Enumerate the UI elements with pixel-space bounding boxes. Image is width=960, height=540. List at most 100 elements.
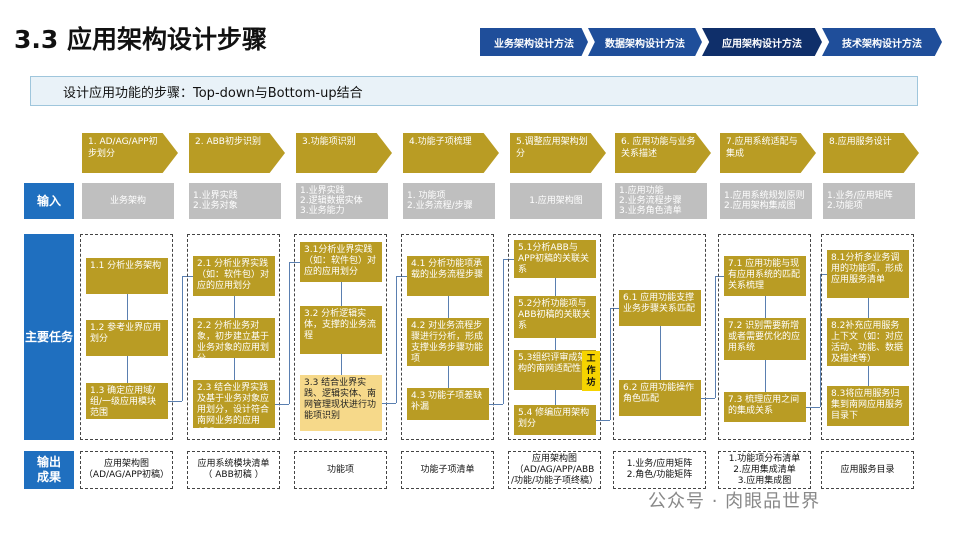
nav-app-arch[interactable]: 应用架构设计方法 bbox=[702, 28, 822, 56]
output-box-1: 应用架构图（AD/AG/APP初稿） bbox=[80, 451, 173, 489]
nav-business-arch[interactable]: 业务架构设计方法 bbox=[480, 28, 588, 56]
flow-connector bbox=[715, 276, 716, 398]
flow-connector bbox=[610, 308, 611, 420]
input-box-1: 业务架构 bbox=[82, 183, 174, 219]
nav-data-arch[interactable]: 数据架构设计方法 bbox=[588, 28, 702, 56]
output-line: 1.业务/应用矩阵 bbox=[626, 459, 693, 469]
workshop-badge: 工作坊 bbox=[582, 351, 600, 391]
task-8-2: 8.2补充应用服务上下文（如：对应活动、功能、数据及描述等） bbox=[827, 318, 909, 366]
flow-connector bbox=[820, 274, 827, 275]
row-label-output: 输出成果 bbox=[24, 451, 74, 489]
task-7-2: 7.2 识别需要新增或者需要优化的应用系统 bbox=[724, 318, 806, 360]
subtitle-banner: 设计应用功能的步骤：Top-down与Bottom-up结合 bbox=[30, 76, 918, 106]
flow-arrow bbox=[127, 356, 128, 383]
task-column-5 bbox=[508, 234, 601, 440]
input-line: 3.业务能力 bbox=[300, 206, 345, 216]
flow-arrow bbox=[555, 390, 556, 405]
input-line: 2.业务流程/步骤 bbox=[407, 201, 473, 211]
task-5-4: 5.4 修编应用架构划分 bbox=[514, 405, 596, 435]
page-title: 3.3 应用架构设计步骤 bbox=[14, 25, 267, 54]
input-line: 2.业务流程步骤 bbox=[619, 196, 682, 206]
input-line: 1.应用系统规划原则 bbox=[724, 191, 805, 201]
task-5-2: 5.2分析功能项与ABB初稿的关联关系 bbox=[514, 296, 596, 338]
flow-arrow bbox=[448, 296, 449, 318]
output-box-3: 功能项 bbox=[294, 451, 387, 489]
task-4-3: 4.3 功能子项差缺补漏 bbox=[407, 388, 489, 420]
task-column-3 bbox=[294, 234, 387, 440]
task-1-3: 1.3 确定应用域/组/一级应用模块范围 bbox=[86, 383, 168, 419]
output-line: 应用系统模块清单 bbox=[197, 459, 270, 469]
output-line: 应用架构图 bbox=[103, 459, 149, 469]
output-line: /功能/功能子项终稿） bbox=[510, 475, 599, 486]
input-box-5: 1.应用架构图 bbox=[510, 183, 602, 219]
task-2-2: 2.2 分析业务对象，初步建立基于业务对象的应用划分 bbox=[193, 318, 275, 358]
task-2-3: 2.3 结合业界实践及基于业务对象应用划分，设计符合南网业务的应用ABB bbox=[193, 380, 275, 428]
task-4-2: 4.2 对业务流程步骤进行分析，形成支撑业务步骤功能项 bbox=[407, 318, 489, 366]
step-4: 4.功能子项梳理 bbox=[403, 133, 499, 173]
step-1: 1. AD/AG/APP初步划分 bbox=[82, 133, 178, 173]
input-line: 3.业务角色清单 bbox=[619, 206, 682, 216]
flow-connector bbox=[489, 404, 503, 405]
task-5-1: 5.1分析ABB与APP初稿的关联关系 bbox=[514, 240, 596, 278]
flow-connector bbox=[820, 274, 821, 407]
step-8: 8.应用服务设计 bbox=[823, 133, 919, 173]
task-column-1 bbox=[80, 234, 173, 440]
task-2-1: 2.1 分析业界实践（如：软件包）对应的应用划分 bbox=[193, 256, 275, 296]
task-6-1: 6.1 应用功能支撑业务步骤关系匹配 bbox=[619, 290, 701, 326]
output-line: （AD/AG/APP/ABB bbox=[514, 464, 595, 475]
input-line: 2.逻辑数据实体 bbox=[300, 196, 363, 206]
task-3-1: 3.1分析业界实践（如：软件包）对应的应用划分 bbox=[300, 242, 382, 282]
output-line: 2.应用集成清单 bbox=[733, 464, 796, 475]
flow-connector bbox=[182, 276, 183, 401]
flow-arrow bbox=[660, 326, 661, 380]
task-column-4 bbox=[401, 234, 494, 440]
step-2: 2. ABB初步识别 bbox=[189, 133, 285, 173]
flow-connector bbox=[610, 308, 619, 309]
flow-arrow bbox=[448, 366, 449, 388]
flow-arrow bbox=[234, 358, 235, 380]
output-box-5: 应用架构图（AD/AG/APP/ABB/功能/功能子项终稿） bbox=[508, 451, 601, 489]
flow-connector bbox=[806, 407, 820, 408]
input-line: 2.功能项 bbox=[827, 201, 863, 211]
output-line: 功能子项清单 bbox=[420, 464, 475, 475]
task-3-2: 3.2 分析逻辑实体，支撑的业务流程 bbox=[300, 306, 382, 354]
row-label-input: 输入 bbox=[24, 183, 74, 219]
flow-connector bbox=[289, 262, 290, 404]
output-box-2: 应用系统模块清单（ ABB初稿 ） bbox=[187, 451, 280, 489]
flow-connector bbox=[275, 404, 289, 405]
output-line: 应用服务目录 bbox=[840, 464, 895, 475]
flow-arrow bbox=[868, 366, 869, 386]
input-line: 1.应用架构图 bbox=[529, 196, 583, 206]
flow-arrow bbox=[341, 282, 342, 306]
output-box-4: 功能子项清单 bbox=[401, 451, 494, 489]
flow-arrow bbox=[765, 296, 766, 318]
output-line: （ ABB初稿 ） bbox=[203, 470, 264, 480]
subtitle-text: 设计应用功能的步骤：Top-down与Bottom-up结合 bbox=[63, 85, 363, 101]
output-line: 1.功能项分布清单 bbox=[728, 453, 801, 464]
step-6: 6. 应用功能与业务关系描述 bbox=[615, 133, 711, 173]
flow-arrow bbox=[868, 298, 869, 318]
flow-arrow bbox=[234, 296, 235, 318]
flow-arrow bbox=[555, 338, 556, 350]
input-line: 2.应用架构集成图 bbox=[724, 201, 796, 211]
output-box-8: 应用服务目录 bbox=[821, 451, 914, 489]
row-label-tasks: 主要任务 bbox=[24, 234, 74, 440]
task-column-8 bbox=[821, 234, 914, 440]
nav-tech-arch[interactable]: 技术架构设计方法 bbox=[822, 28, 942, 56]
flow-connector bbox=[168, 401, 182, 402]
flow-arrow bbox=[765, 360, 766, 392]
task-3-3: 3.3 结合业界实践、逻辑实体、南网管理现状进行功能项识别 bbox=[300, 375, 382, 431]
task-column-2 bbox=[187, 234, 280, 440]
task-8-1: 8.1分析多业务调用的功能项，形成应用服务清单 bbox=[827, 250, 909, 298]
input-line: 1.业界实践 bbox=[300, 186, 345, 196]
task-7-1: 7.1 应用功能与现有应用系统的匹配关系梳理 bbox=[724, 256, 806, 296]
task-4-1: 4.1 分析功能项承载的业务流程步骤 bbox=[407, 256, 489, 296]
flow-connector bbox=[596, 420, 610, 421]
